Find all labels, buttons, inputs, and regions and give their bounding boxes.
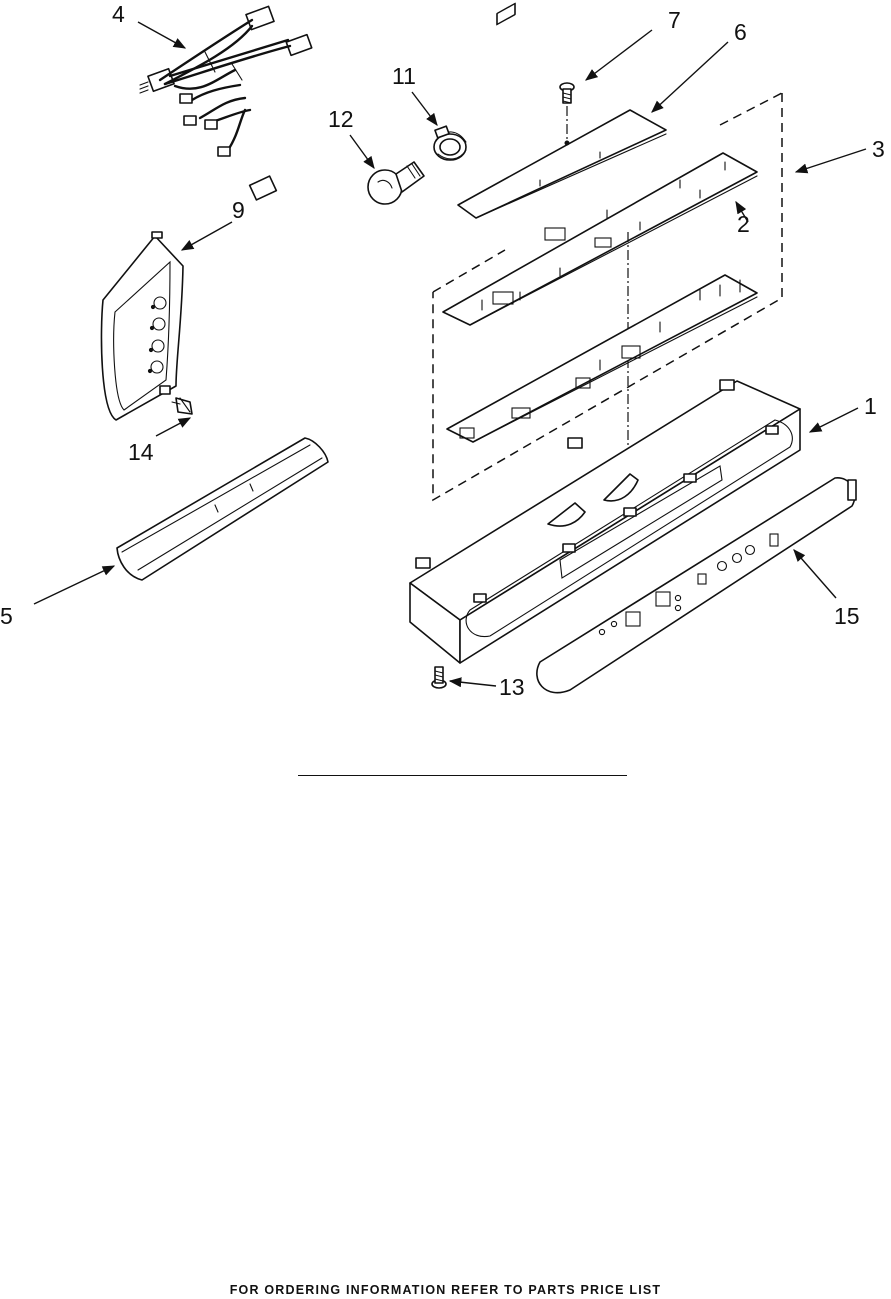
leader-arrow-7	[584, 29, 653, 81]
leader-arrow-5	[33, 565, 116, 605]
callout-6: 6	[734, 19, 747, 45]
leader-arrow-4	[137, 21, 187, 49]
leader-arrow-1	[808, 407, 859, 433]
leader-arrow-2	[735, 200, 749, 223]
leader-arrows	[33, 21, 867, 688]
leader-arrow-3	[794, 148, 867, 174]
leader-arrow-14	[155, 417, 192, 437]
wire-harness-part	[139, 5, 313, 201]
lower-control-board-part	[446, 274, 758, 443]
leader-arrow-13	[448, 677, 497, 688]
control-assembly-boundary	[432, 92, 783, 502]
light-bulb-part	[367, 161, 425, 205]
section-title-rule	[298, 775, 627, 776]
callout-2: 2	[737, 211, 750, 237]
callout-5: 5	[0, 603, 13, 629]
control-housing-part	[409, 379, 801, 664]
callout-13: 13	[499, 674, 525, 700]
callout-3: 3	[872, 136, 885, 162]
control-overlay-panel-part	[536, 477, 857, 694]
callout-12: 12	[328, 106, 354, 132]
callout-9: 9	[232, 197, 245, 223]
cover-plate-part	[457, 109, 667, 219]
leader-arrow-9	[180, 221, 233, 251]
callout-15: 15	[834, 603, 860, 629]
control-bezel-part	[100, 231, 184, 421]
lamp-socket-part	[433, 125, 467, 161]
upper-control-board-part	[442, 2, 758, 450]
callout-14: 14	[128, 439, 154, 465]
callout-11: 11	[392, 63, 416, 89]
leader-arrow-12	[349, 134, 375, 170]
trim-channel-part	[116, 437, 329, 581]
screw-part-13	[431, 666, 447, 689]
callout-4: 4	[112, 1, 125, 27]
ordering-information-note: FOR ORDERING INFORMATION REFER TO PARTS …	[229, 1283, 662, 1297]
callout-1: 1	[864, 393, 877, 419]
callout-7: 7	[668, 7, 681, 33]
leader-arrow-6	[651, 41, 729, 113]
leader-arrow-11	[411, 91, 438, 127]
leader-arrow-15	[793, 549, 837, 599]
screw-part-7	[559, 82, 575, 140]
callout-labels: 4 7 6 11 12 3 2 9 14 1 5 15 13	[0, 1, 885, 700]
screw-part-14	[171, 397, 193, 415]
